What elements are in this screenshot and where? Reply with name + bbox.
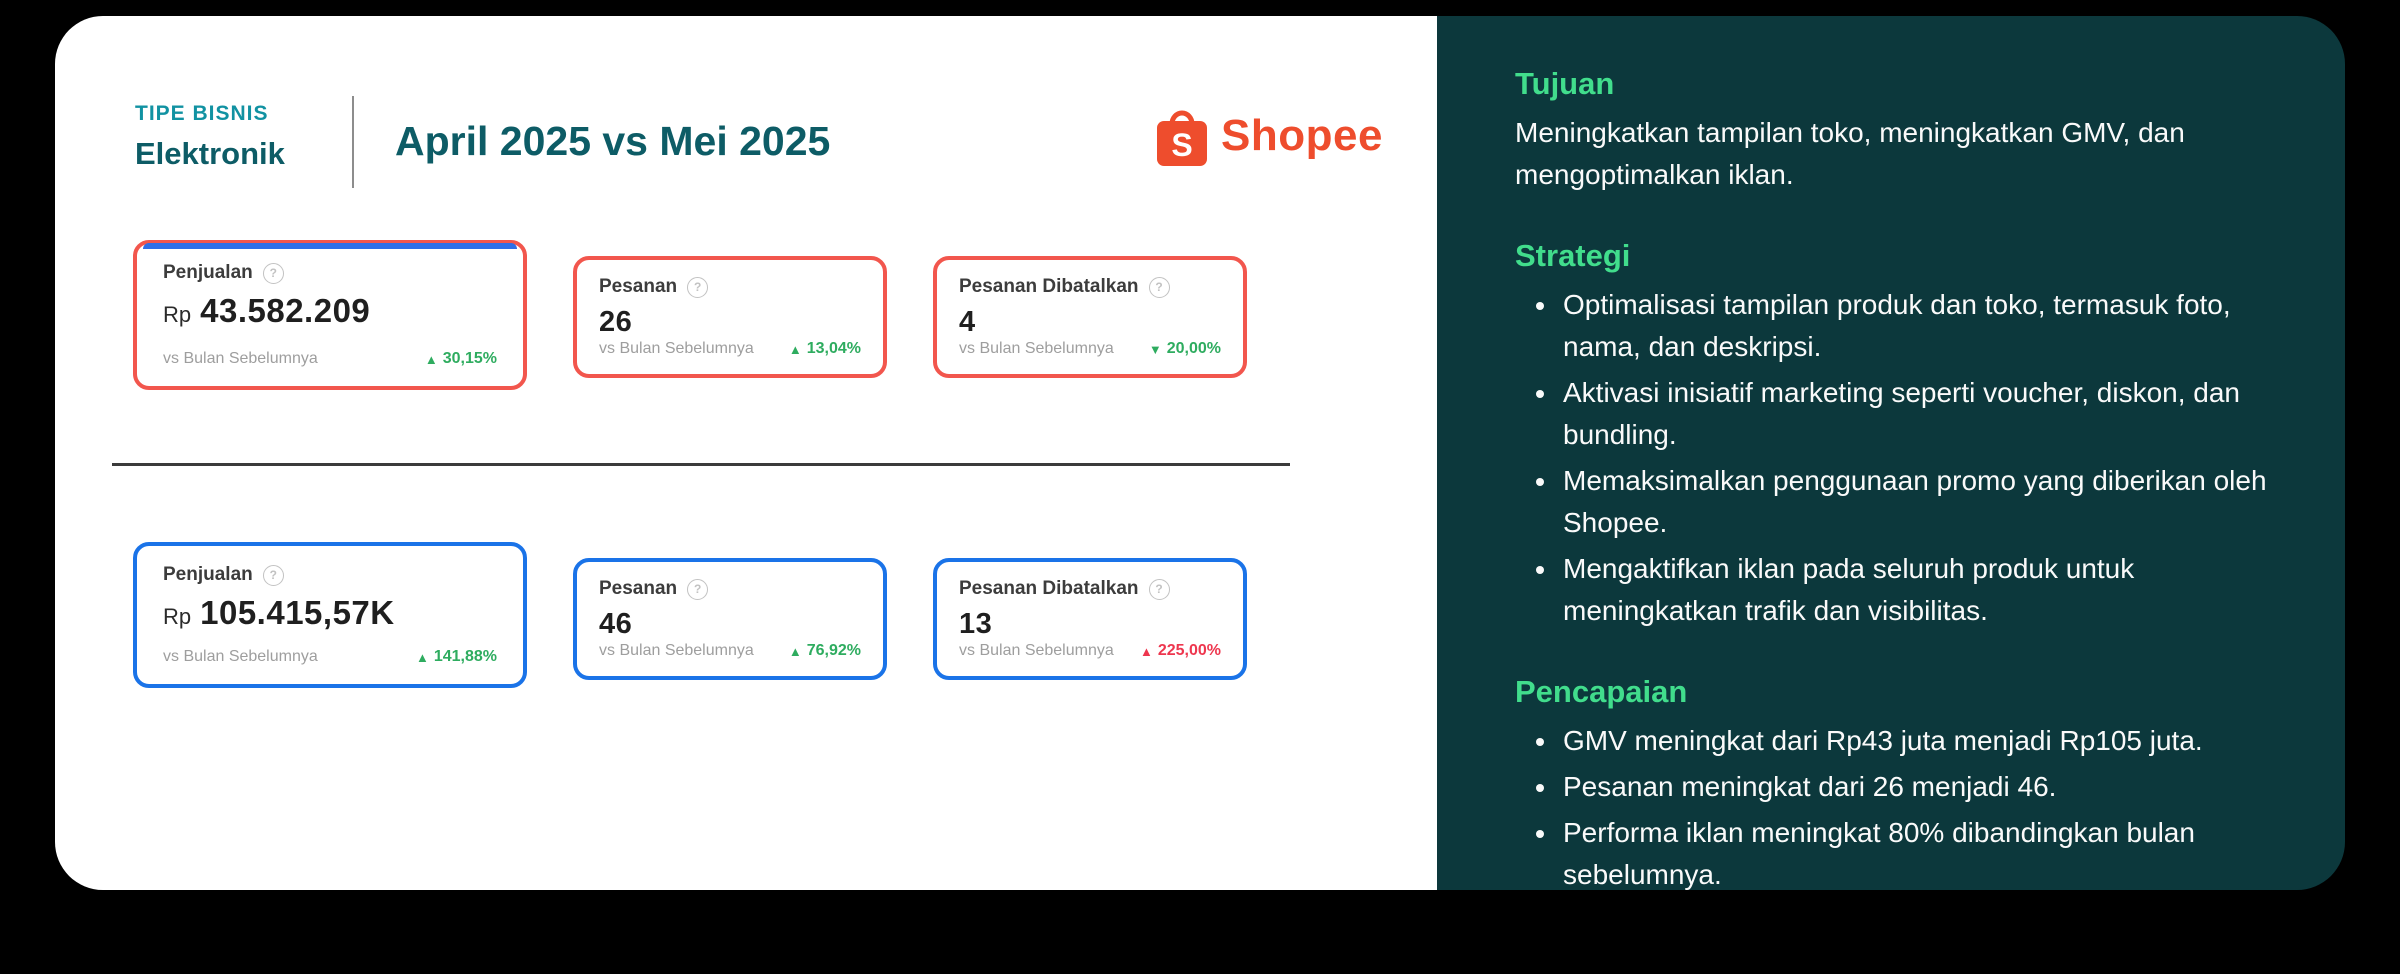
help-icon[interactable]: ? <box>1148 276 1170 298</box>
section-paragraph: Meningkatkan tampilan toko, meningkatkan… <box>1515 117 2185 190</box>
delta-up-icon: ▲ <box>415 649 429 665</box>
delta-badge: ▲ 30,15% <box>425 350 497 368</box>
delta-up-icon: ▲ <box>1139 643 1153 659</box>
vs-label: vs Bulan Sebelumnya <box>599 642 754 659</box>
metric-value: 26 <box>599 306 633 338</box>
delta-up-icon: ▲ <box>424 351 438 367</box>
notes-panel: Tujuan Meningkatkan tampilan toko, menin… <box>1437 16 2345 890</box>
delta-value: 225,00% <box>1157 642 1221 659</box>
delta-down-icon: ▼ <box>1148 341 1162 357</box>
business-type-label: TIPE BISNIS <box>135 102 269 125</box>
bullet-item: GMV meningkat dari Rp43 juta menjadi Rp1… <box>1559 720 2275 762</box>
vs-label: vs Bulan Sebelumnya <box>599 340 754 357</box>
section-strategi: Strategi Optimalisasi tampilan produk da… <box>1515 238 2285 632</box>
bullet-item: Aktivasi inisiatif marketing seperti vou… <box>1559 372 2275 456</box>
bullet-item: Pesanan meningkat dari 26 menjadi 46. <box>1559 766 2275 808</box>
report-slide: TIPE BISNIS Elektronik April 2025 vs Mei… <box>55 16 2345 890</box>
header-divider <box>352 96 354 188</box>
bullet-item: Performa iklan meningkat 80% dibandingka… <box>1559 812 2275 896</box>
currency-prefix: Rp <box>163 302 192 327</box>
row-divider <box>112 463 1290 466</box>
delta-badge: ▲ 76,92% <box>789 642 861 660</box>
section-tujuan: Tujuan Meningkatkan tampilan toko, menin… <box>1515 66 2285 196</box>
dashboard-panel: TIPE BISNIS Elektronik April 2025 vs Mei… <box>55 16 1437 890</box>
metric-card-pesanan-mei[interactable]: Pesanan ? 46 vs Bulan Sebelumnya ▲ 76,92… <box>573 558 887 680</box>
metric-card-penjualan-april[interactable]: Penjualan ? Rp 43.582.209 vs Bulan Sebel… <box>133 240 527 390</box>
section-heading: Strategi <box>1515 238 1631 273</box>
vs-label: vs Bulan Sebelumnya <box>959 642 1114 659</box>
delta-value: 30,15% <box>442 350 497 367</box>
delta-value: 76,92% <box>806 642 861 659</box>
metric-label: Pesanan <box>599 276 678 297</box>
metric-value: 105.415,57K <box>200 594 395 631</box>
bullet-item: Optimalisasi tampilan produk dan toko, t… <box>1559 284 2275 368</box>
delta-up-icon: ▲ <box>788 341 802 357</box>
delta-value: 141,88% <box>433 648 497 665</box>
delta-value: 13,04% <box>806 340 861 357</box>
help-icon[interactable]: ? <box>1148 578 1170 600</box>
metric-card-pesanan-april[interactable]: Pesanan ? 26 vs Bulan Sebelumnya ▲ 13,04… <box>573 256 887 378</box>
metric-label: Pesanan Dibatalkan <box>959 276 1139 297</box>
help-icon[interactable]: ? <box>262 262 284 284</box>
business-type-value: Elektronik <box>135 136 285 171</box>
section-pencapaian: Pencapaian GMV meningkat dari Rp43 juta … <box>1515 674 2285 896</box>
strategy-bullet-list: Optimalisasi tampilan produk dan toko, t… <box>1515 284 2275 632</box>
metric-card-pesanan-dibatalkan-mei[interactable]: Pesanan Dibatalkan ? 13 vs Bulan Sebelum… <box>933 558 1247 680</box>
achievement-bullet-list: GMV meningkat dari Rp43 juta menjadi Rp1… <box>1515 720 2275 896</box>
metric-value: 43.582.209 <box>200 292 371 329</box>
delta-badge: ▲ 13,04% <box>789 340 861 358</box>
vs-label: vs Bulan Sebelumnya <box>163 350 318 367</box>
help-icon[interactable]: ? <box>687 578 709 600</box>
svg-text:S: S <box>1171 127 1192 163</box>
vs-label: vs Bulan Sebelumnya <box>163 648 318 665</box>
metric-label: Pesanan <box>599 578 678 599</box>
metric-label: Penjualan <box>163 564 253 585</box>
shopee-bag-icon: S <box>1155 104 1209 168</box>
help-icon[interactable]: ? <box>687 276 709 298</box>
currency-prefix: Rp <box>163 604 192 629</box>
section-heading: Pencapaian <box>1515 674 1688 709</box>
metric-value: 13 <box>959 608 993 640</box>
section-heading: Tujuan <box>1515 66 1615 101</box>
delta-badge: ▲ 141,88% <box>416 648 497 666</box>
page-title: April 2025 vs Mei 2025 <box>395 118 831 164</box>
delta-badge: ▼ 20,00% <box>1149 340 1221 358</box>
shopee-logo: S Shopee <box>1155 104 1383 168</box>
metric-value: 46 <box>599 608 633 640</box>
delta-up-icon: ▲ <box>788 643 802 659</box>
shopee-wordmark: Shopee <box>1221 111 1383 160</box>
delta-value: 20,00% <box>1166 340 1221 357</box>
business-type-block: TIPE BISNIS Elektronik <box>135 102 285 172</box>
help-icon[interactable]: ? <box>262 564 284 586</box>
metric-card-pesanan-dibatalkan-april[interactable]: Pesanan Dibatalkan ? 4 vs Bulan Sebelumn… <box>933 256 1247 378</box>
metric-card-penjualan-mei[interactable]: Penjualan ? Rp 105.415,57K vs Bulan Sebe… <box>133 542 527 688</box>
selected-tab-bar <box>143 243 517 249</box>
metric-label: Penjualan <box>163 262 253 283</box>
vs-label: vs Bulan Sebelumnya <box>959 340 1114 357</box>
metric-label: Pesanan Dibatalkan <box>959 578 1139 599</box>
delta-badge: ▲ 225,00% <box>1140 642 1221 660</box>
bullet-item: Mengaktifkan iklan pada seluruh produk u… <box>1559 548 2275 632</box>
bullet-item: Memaksimalkan penggunaan promo yang dibe… <box>1559 460 2275 544</box>
metric-value: 4 <box>959 306 976 338</box>
